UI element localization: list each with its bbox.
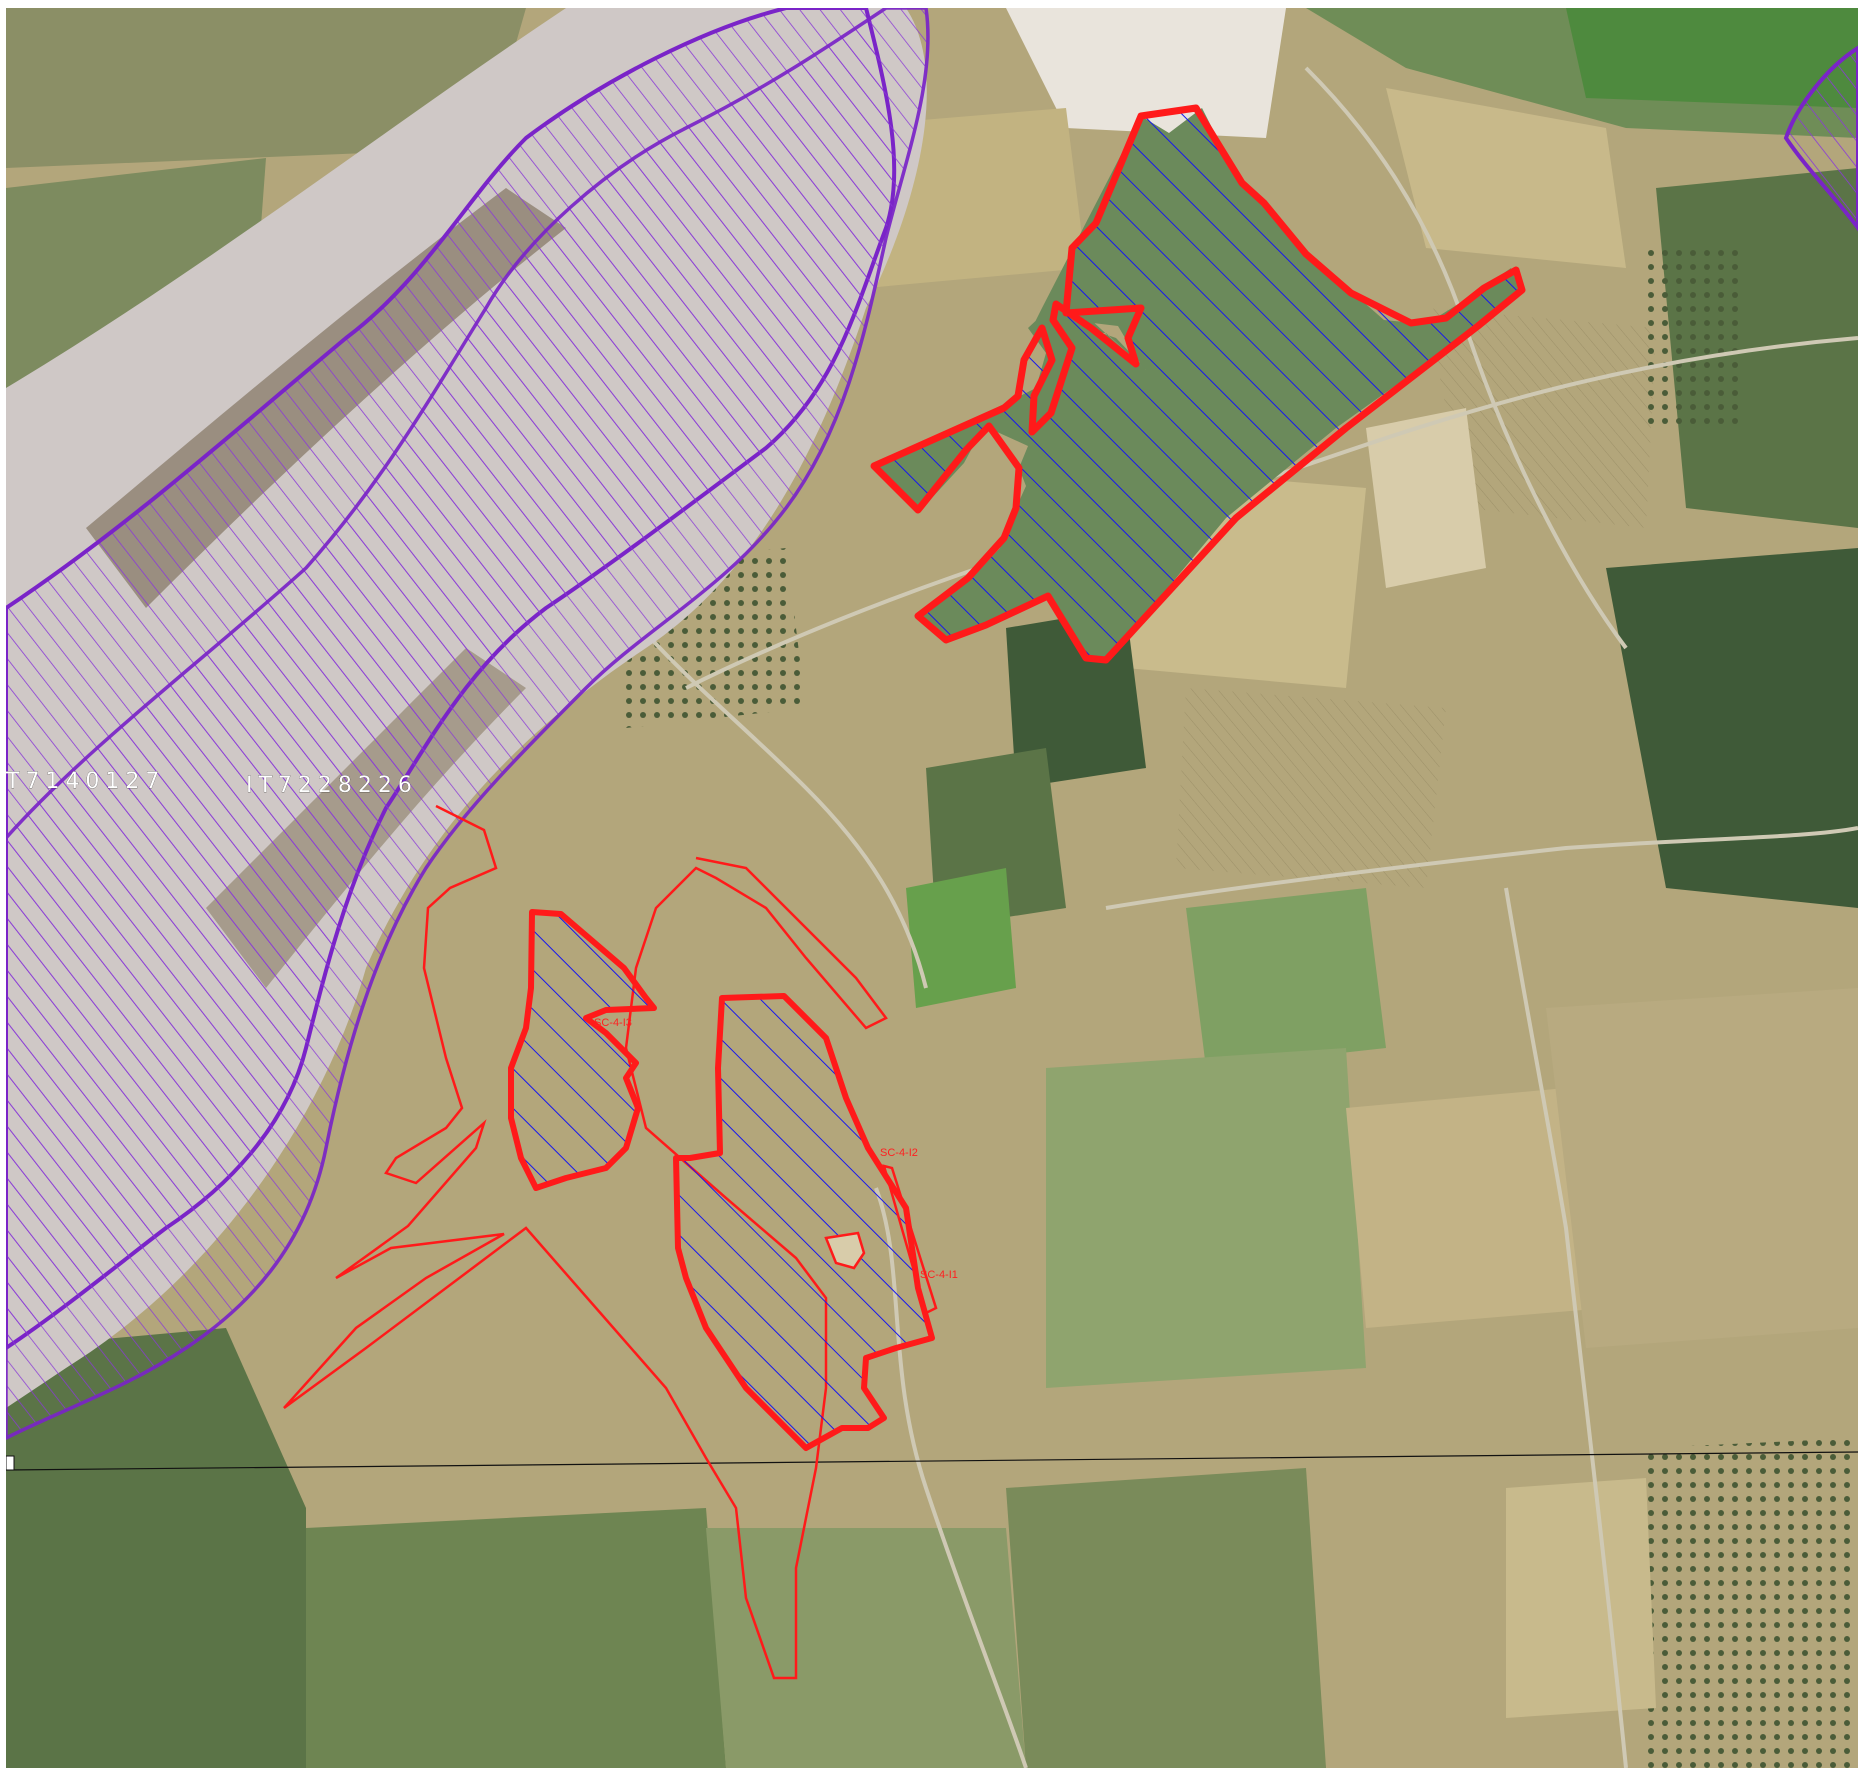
site-central[interactable]: SC-4-I2 [673,993,935,1451]
zone-label-2: IT7228226 [246,773,418,798]
site-boundary-outline [283,804,888,1680]
grid-line [6,1451,1858,1471]
plot-label-i2: SC-4-I2 [880,1147,918,1159]
zone-label-1: T7140127 [6,769,165,794]
site-strip[interactable]: SC-4-I1 [882,1164,958,1315]
site-west[interactable]: SC-4-I3 [508,909,657,1191]
aerial-map[interactable]: SC-4-I3 SC-4-I2 SC-4-I1 T7140127 IT72282… [6,8,1858,1768]
plot-label-i3: SC-4-I3 [594,1017,632,1029]
protected-zone-2[interactable] [6,8,930,1440]
grid-marker [6,1455,15,1471]
site-north[interactable] [870,104,1526,664]
protected-zone-3[interactable] [1783,45,1858,232]
plot-label-i1: SC-4-I1 [920,1269,958,1281]
